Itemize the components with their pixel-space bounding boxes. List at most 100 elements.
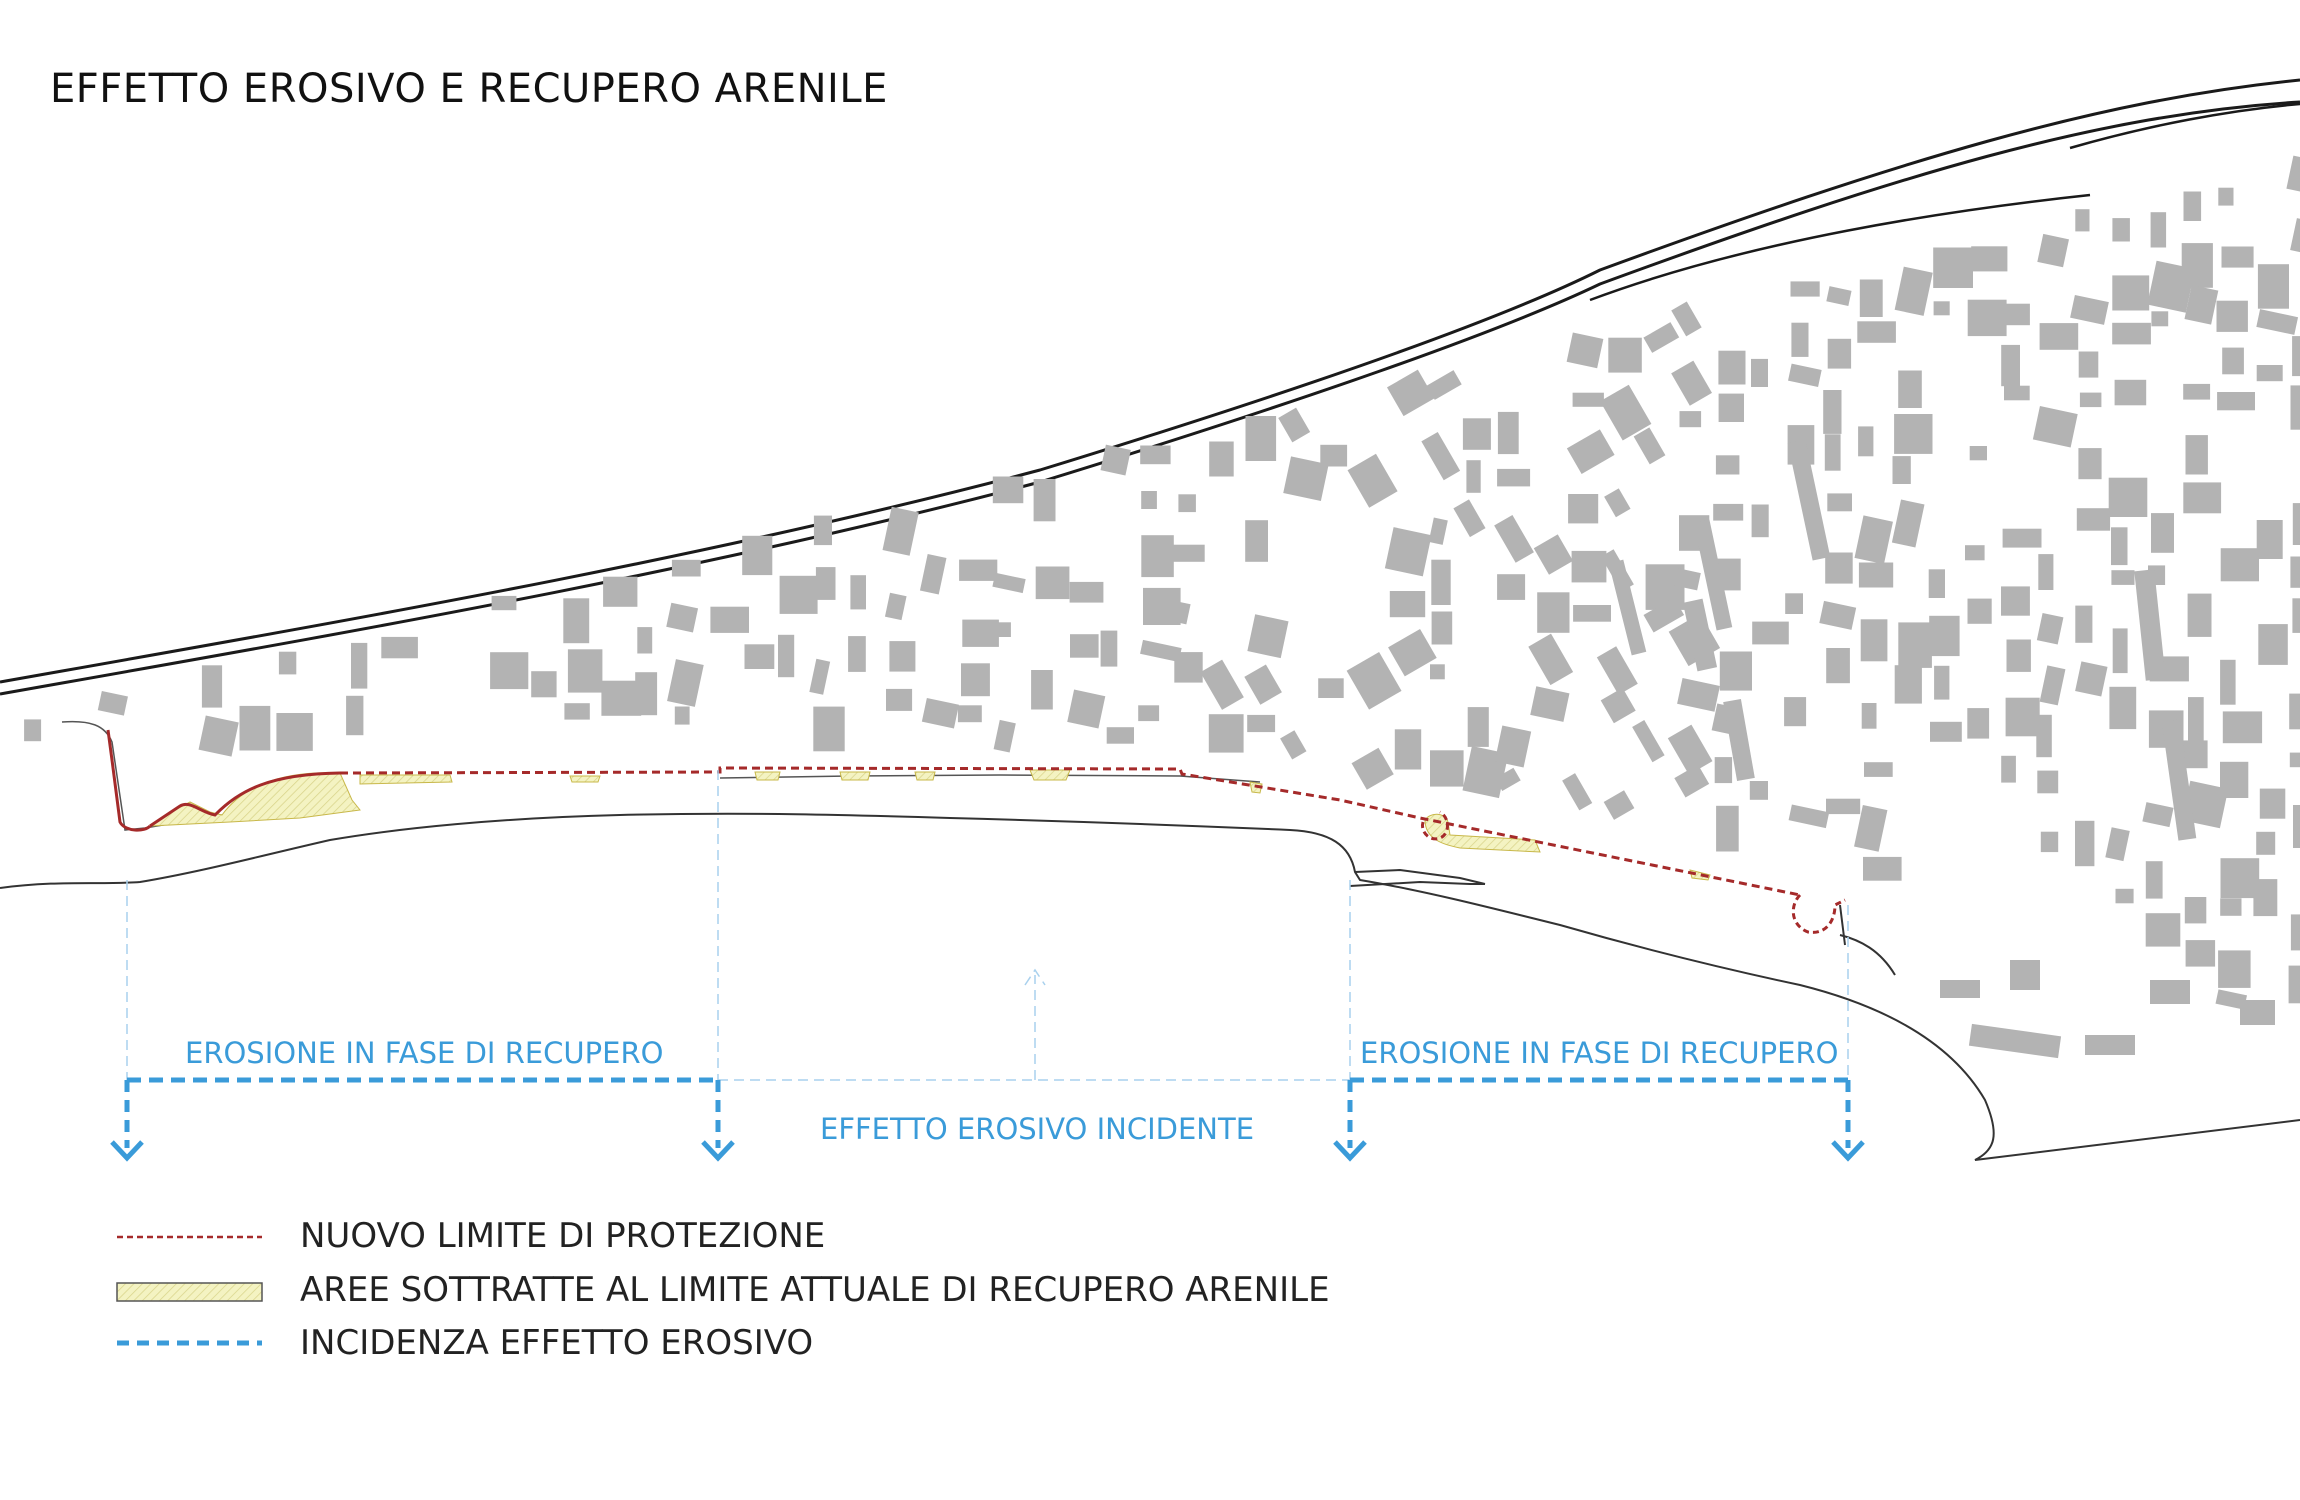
building-footprint xyxy=(1864,762,1893,777)
building-footprint xyxy=(1860,619,1888,662)
building-footprint xyxy=(1562,773,1593,811)
building-footprint xyxy=(2290,218,2300,255)
building-footprint xyxy=(1453,499,1486,538)
building-footprint xyxy=(2185,940,2216,967)
building-footprint xyxy=(1785,593,1803,614)
building-footprint xyxy=(2001,586,2030,616)
building-footprint xyxy=(2218,950,2251,988)
building-footprint xyxy=(2001,344,2020,387)
building-footprint xyxy=(996,622,1011,637)
building-footprint xyxy=(2161,719,2197,841)
building-footprint xyxy=(2292,503,2300,545)
building-footprint xyxy=(2220,548,2259,582)
building-footprint xyxy=(1431,611,1453,645)
building-footprint xyxy=(1643,322,1680,353)
building-footprint xyxy=(2105,827,2130,862)
building-footprint xyxy=(2253,879,2278,917)
building-footprint xyxy=(2216,300,2248,332)
building-footprint xyxy=(1940,980,1980,998)
building-footprint xyxy=(1790,281,1820,297)
building-footprint xyxy=(1608,559,1647,656)
building-footprint xyxy=(1351,747,1394,790)
building-footprint xyxy=(1674,764,1710,798)
building-footprint xyxy=(1859,279,1883,317)
arrow-down-icon xyxy=(110,1140,144,1162)
building-footprint xyxy=(1070,634,1099,658)
building-footprint xyxy=(813,706,845,752)
building-footprint xyxy=(1497,468,1531,487)
building-footprint xyxy=(2002,528,2042,548)
building-footprint xyxy=(2289,752,2300,768)
building-footprint xyxy=(1858,562,1894,588)
building-footprint xyxy=(567,649,603,693)
building-footprint xyxy=(1715,455,1740,475)
building-footprint xyxy=(1467,707,1489,747)
building-footprint xyxy=(346,695,364,736)
building-footprint xyxy=(1604,488,1631,518)
building-footprint xyxy=(2037,770,2059,794)
building-footprint xyxy=(1572,392,1604,407)
building-footprint xyxy=(2151,311,2169,327)
building-footprint xyxy=(1633,427,1666,465)
building-footprint xyxy=(2151,513,2174,553)
building-footprint xyxy=(2078,448,2102,480)
building-footprint xyxy=(1346,651,1402,710)
building-footprint xyxy=(2218,187,2234,206)
building-footprint xyxy=(2185,435,2208,475)
building-footprint xyxy=(1723,699,1755,781)
building-footprint xyxy=(1278,407,1311,443)
protection-limit-line xyxy=(106,729,1846,934)
building-footprint xyxy=(993,719,1016,753)
building-footprint xyxy=(921,697,959,729)
map-title: EFFETTO EROSIVO E RECUPERO ARENILE xyxy=(50,66,888,112)
building-footprint xyxy=(1898,370,1922,408)
building-footprint xyxy=(1679,411,1702,428)
building-footprint xyxy=(1067,689,1106,729)
building-footprint xyxy=(239,705,271,751)
building-footprint xyxy=(1573,605,1611,622)
building-footprint xyxy=(2038,554,2054,590)
building-footprint xyxy=(1100,630,1118,667)
building-footprint xyxy=(1537,592,1570,633)
building-footprint xyxy=(97,690,128,716)
building-footprint xyxy=(1752,621,1789,645)
building-footprint xyxy=(1825,552,1853,584)
building-footprint xyxy=(1431,559,1451,605)
building-footprint xyxy=(959,559,998,581)
building-footprint xyxy=(1033,479,1056,522)
recovered-areas xyxy=(148,769,1711,881)
building-footprint xyxy=(1141,491,1157,509)
building-footprint xyxy=(2293,805,2300,848)
building-footprint xyxy=(2188,697,2204,741)
building-footprint xyxy=(2075,605,2093,643)
building-footprint xyxy=(1566,429,1615,474)
building-footprint xyxy=(1930,721,1962,742)
building-footprint xyxy=(2076,508,2111,531)
building-footprint xyxy=(1749,781,1768,800)
building-footprint xyxy=(1208,714,1244,753)
building-footprint xyxy=(1247,614,1289,659)
building-footprint xyxy=(1667,724,1713,775)
building-footprint xyxy=(1787,439,1831,561)
legend-label-protection-limit: NUOVO LIMITE DI PROTEZIONE xyxy=(300,1216,826,1256)
building-footprint xyxy=(2292,336,2300,377)
building-footprint xyxy=(1824,434,1841,471)
building-footprint xyxy=(2183,191,2202,221)
building-footprint xyxy=(1571,550,1607,583)
building-footprint xyxy=(1530,686,1570,722)
building-footprint xyxy=(1280,730,1307,760)
building-footprint xyxy=(848,636,866,672)
building-footprint xyxy=(490,652,529,690)
building-footprint xyxy=(2240,1000,2275,1025)
building-footprint xyxy=(1428,517,1448,545)
building-footprint xyxy=(2036,612,2064,645)
building-footprint xyxy=(2112,322,2151,345)
building-footprint xyxy=(2075,820,2095,867)
building-footprint xyxy=(674,706,690,725)
building-footprint xyxy=(744,644,775,669)
building-footprint xyxy=(491,595,517,611)
erosion-recovery-label-left: EROSIONE IN FASE DI RECUPERO xyxy=(185,1036,664,1070)
building-footprint xyxy=(2145,861,2163,899)
building-footprint xyxy=(2184,897,2207,924)
